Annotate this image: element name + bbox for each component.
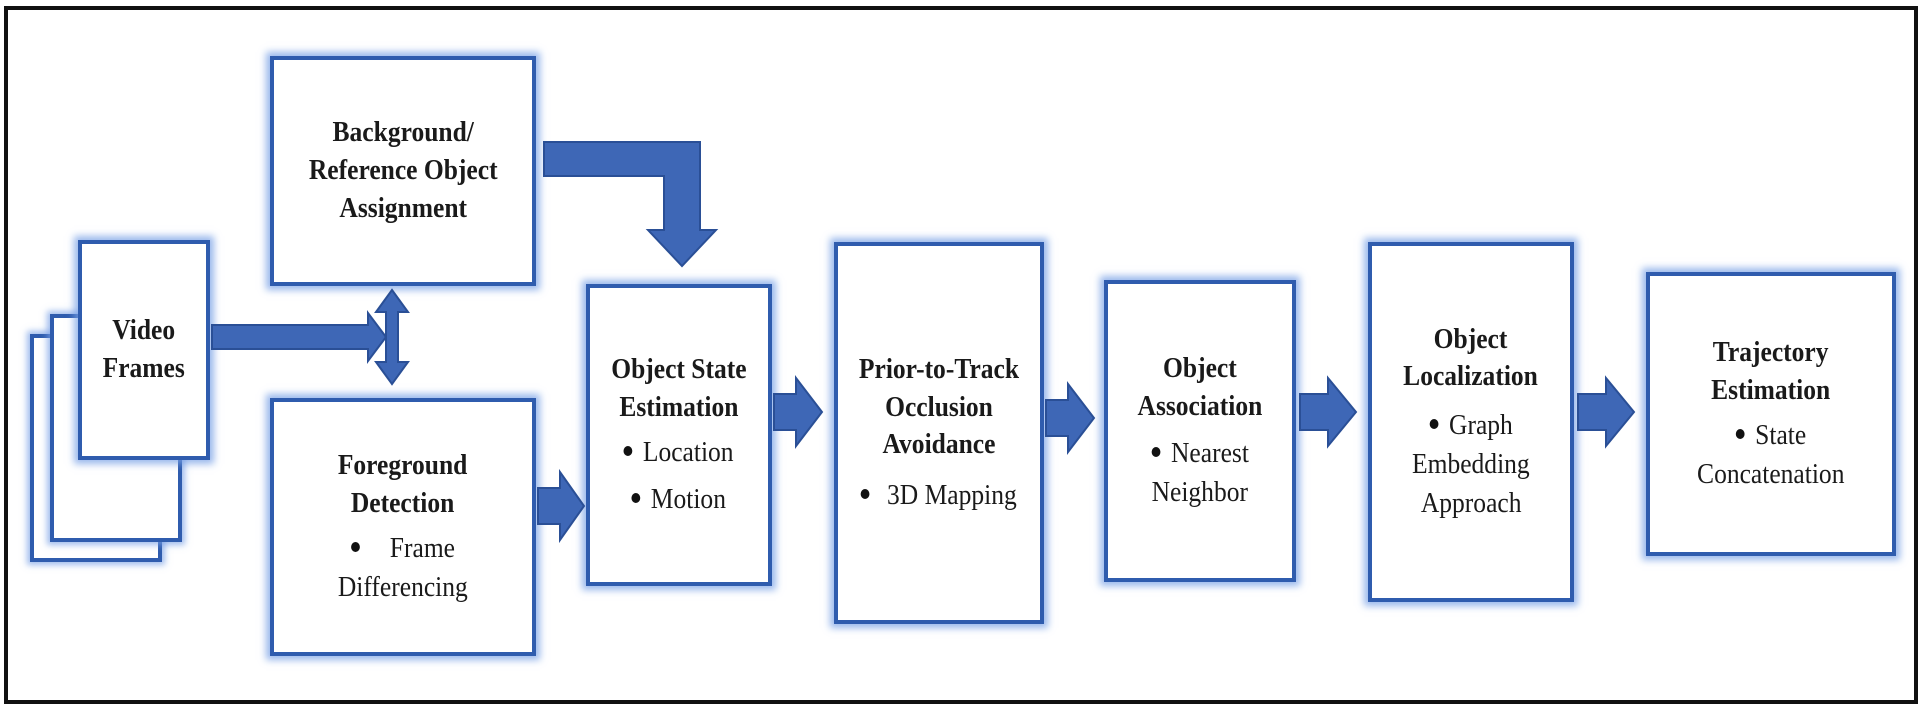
prior-to-track-box: Prior-to-Track Occlusion Avoidance 3D Ma…: [834, 242, 1044, 624]
bullet-icon: [351, 541, 360, 552]
localization-bullet-cont-2: Approach: [1420, 487, 1522, 520]
object-localization-title: Object Localization: [1403, 322, 1539, 393]
foreground-bullet: Frame: [351, 529, 455, 568]
trajectory-bullet-cont: Concatenation: [1697, 457, 1845, 490]
object-state-estimation-box: Object State Estimation Location Motion: [586, 284, 772, 586]
localization-bullet: Graph: [1429, 406, 1513, 445]
video-frames-title: Video Frames: [102, 314, 186, 384]
prior-to-track-title: Prior-to-Track Occlusion Avoidance: [858, 352, 1020, 461]
object-state-estimation-title: Object State Estimation: [611, 353, 747, 423]
trajectory-estimation-box: Trajectory Estimation State Concatenatio…: [1646, 272, 1896, 556]
bullet-icon: [1429, 419, 1439, 430]
bullet-icon: [860, 489, 870, 500]
foreground-detection-box: Foreground Detection Frame Differencing: [270, 398, 536, 656]
object-association-title: Object Association: [1137, 352, 1263, 422]
bullet-icon: [631, 493, 641, 504]
video-frames-box: Video Frames: [78, 240, 210, 460]
trajectory-bullet: State: [1735, 416, 1806, 455]
background-reference-box: Background/ Reference Object Assignment: [270, 56, 536, 286]
association-bullet-cont: Neighbor: [1151, 475, 1249, 508]
trajectory-estimation-title: Trajectory Estimation: [1711, 336, 1831, 406]
state-bullet-motion: Motion: [631, 480, 726, 519]
association-bullet: Nearest: [1151, 434, 1249, 473]
localization-bullet-cont-1: Embedding: [1412, 448, 1530, 481]
object-association-box: Object Association Nearest Neighbor: [1104, 280, 1296, 582]
foreground-detection-title: Foreground Detection: [338, 449, 468, 519]
diagram-frame: [4, 6, 1918, 704]
prior-bullet: 3D Mapping: [860, 476, 1017, 515]
bullet-icon: [1735, 428, 1745, 439]
bullet-icon: [623, 445, 633, 456]
bullet-icon: [1151, 446, 1161, 457]
foreground-bullet-cont: Differencing: [338, 570, 468, 603]
state-bullet-location: Location: [623, 433, 734, 472]
background-reference-title: Background/ Reference Object Assignment: [308, 116, 498, 224]
object-localization-box: Object Localization Graph Embedding Appr…: [1368, 242, 1574, 602]
